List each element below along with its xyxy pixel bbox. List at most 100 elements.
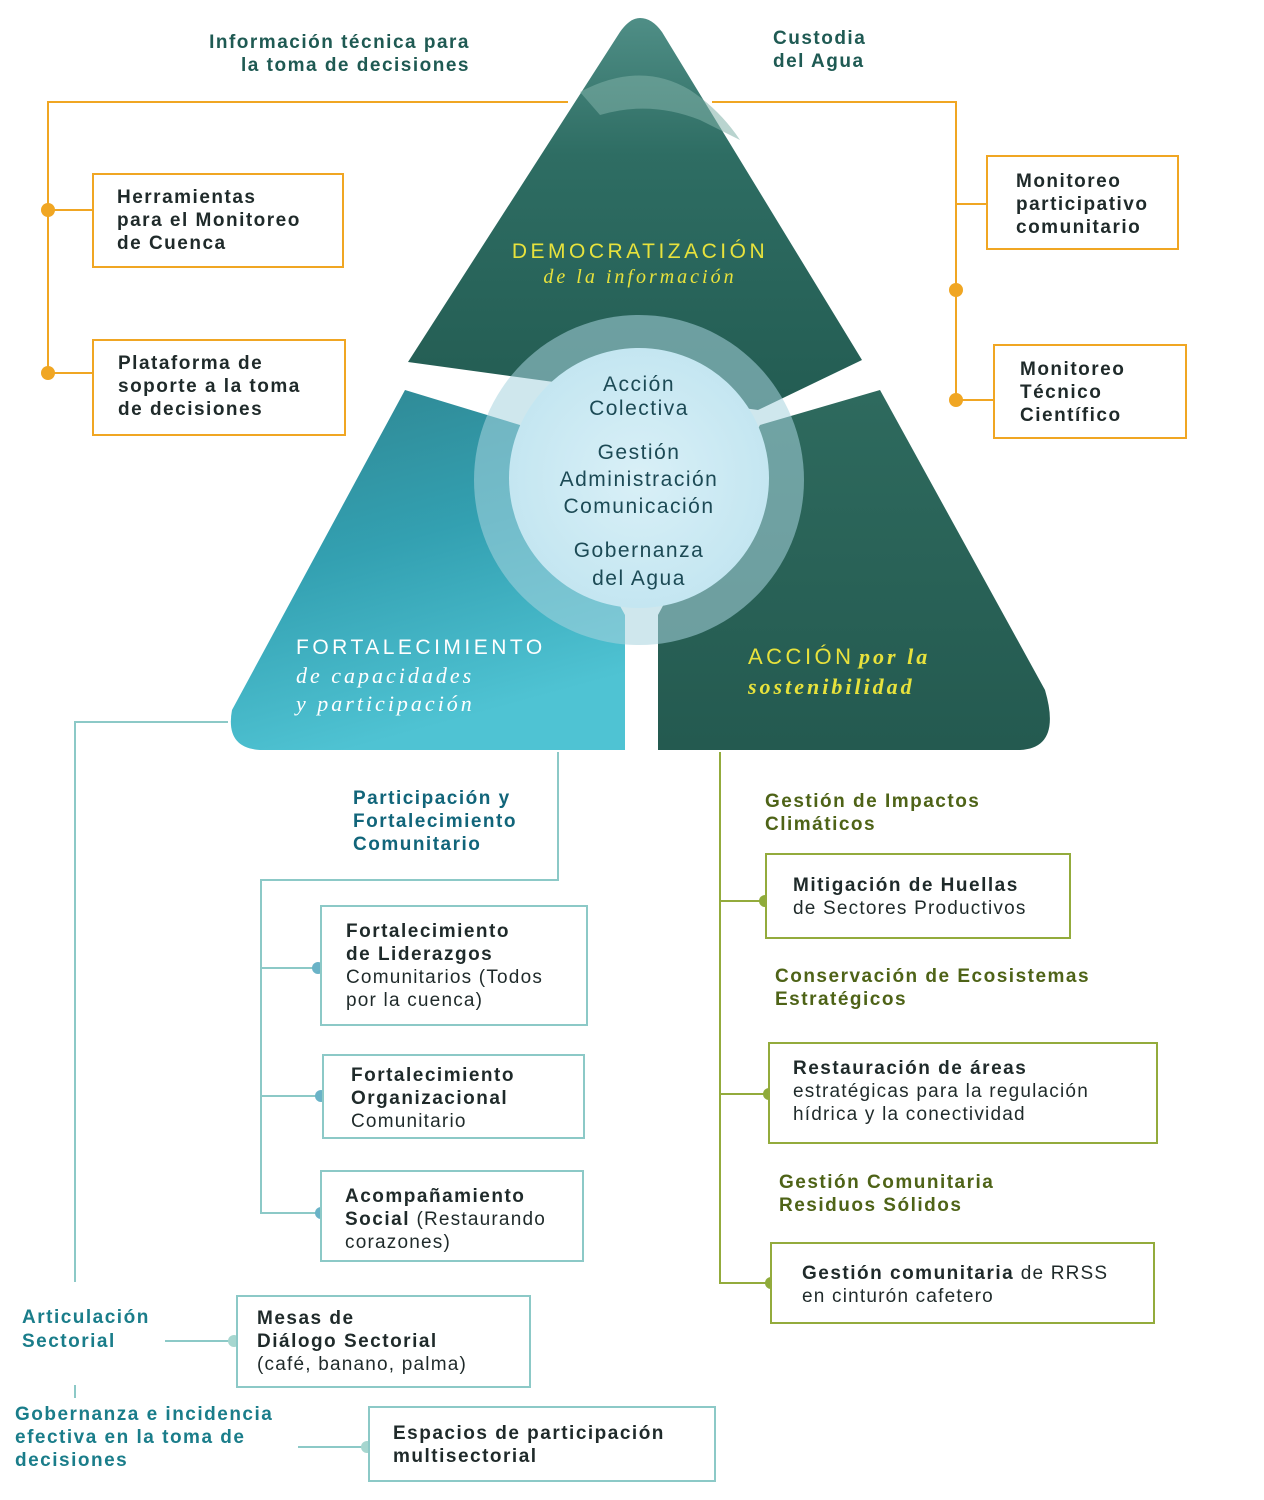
title-italic: y participación (296, 691, 475, 716)
heading-line: del Agua (773, 51, 865, 72)
box-text: de RRSS (1020, 1263, 1109, 1284)
connector-dot (949, 283, 963, 297)
box-text: Diálogo Sectorial (257, 1331, 438, 1352)
box-text: hídrica y la conectividad (793, 1104, 1026, 1125)
title-caps: FORTALECIMIENTO (296, 636, 546, 659)
center-text: Gestión (597, 441, 681, 464)
title-caps: ACCIÓN (748, 644, 855, 669)
box-text: Mitigación de Huellas (793, 875, 1019, 896)
title-accion-sostenibilidad: ACCIÓN por la sostenibilidad (748, 644, 1008, 700)
box-acompanamiento-social: Acompañamiento Social (Restaurando coraz… (320, 1170, 584, 1262)
heading-line: Custodia (773, 28, 867, 49)
box-text: Fortalecimiento (346, 921, 510, 942)
box-text: para el Monitoreo (117, 210, 301, 231)
triangle-top-segment (408, 18, 862, 410)
box-text: Gestión comunitaria (802, 1263, 1015, 1284)
box-text: de decisiones (118, 399, 264, 420)
box-fortalecimiento-liderazgos: Fortalecimiento de Liderazgos Comunitari… (320, 905, 588, 1026)
box-text: participativo (1016, 194, 1149, 215)
heading-line: Estratégicos (775, 989, 908, 1010)
heading-custodia-agua: Custodia del Agua (773, 27, 933, 73)
heading-line: decisiones (15, 1450, 129, 1471)
center-text: Comunicación (563, 495, 715, 518)
box-mitigacion-huellas: Mitigación de Huellas de Sectores Produc… (765, 853, 1071, 939)
box-mesas-dialogo: Mesas de Diálogo Sectorial (café, banano… (236, 1295, 531, 1388)
heading-line: Fortalecimiento (353, 811, 517, 832)
center-text: Colectiva (589, 397, 689, 420)
center-circle (509, 348, 769, 608)
box-fortalecimiento-organizacional: Fortalecimiento Organizacional Comunitar… (322, 1054, 585, 1139)
box-plataforma-soporte: Plataforma de soporte a la toma de decis… (92, 339, 346, 436)
center-gobernanza: Gobernanza del Agua (539, 539, 739, 591)
connector-dot (41, 366, 55, 380)
box-herramientas-monitoreo: Herramientas para el Monitoreo de Cuenca (92, 173, 344, 268)
box-text: (café, banano, palma) (257, 1354, 468, 1375)
box-text: Comunitarios (Todos (346, 967, 544, 988)
connector-dot (949, 393, 963, 407)
heading-line: la toma de decisiones (241, 55, 470, 76)
title-italic: de la información (543, 266, 737, 288)
right-connectors (719, 752, 770, 1284)
box-text: Herramientas (117, 187, 257, 208)
title-italic: por la (859, 644, 931, 669)
box-text: Científico (1020, 405, 1122, 426)
heading-line: Participación y (353, 788, 511, 809)
title-italic: de capacidades (296, 663, 475, 688)
center-text: Administración (559, 468, 719, 491)
box-gestion-rrss: Gestión comunitaria de RRSS en cinturón … (770, 1242, 1155, 1324)
heading-line: Gestión Comunitaria (779, 1172, 995, 1193)
box-text: Restauración de áreas (793, 1058, 1028, 1079)
box-text: Acompañamiento (345, 1186, 526, 1207)
heading-articulacion-sectorial: Articulación Sectorial (22, 1306, 182, 1353)
box-text: comunitario (1016, 217, 1142, 238)
box-text: de Sectores Productivos (793, 898, 1027, 919)
heading-line: Residuos Sólidos (779, 1195, 963, 1216)
box-text: corazones) (345, 1232, 451, 1253)
box-espacios-participacion: Espacios de participación multisectorial (368, 1406, 716, 1482)
heading-line: Gestión de Impactos (765, 791, 981, 812)
box-text: Mesas de (257, 1308, 355, 1329)
box-text: en cinturón cafetero (802, 1286, 994, 1307)
box-text: Monitoreo (1020, 359, 1126, 380)
box-text: soporte a la toma (118, 376, 301, 397)
box-restauracion-areas: Restauración de áreas estratégicas para … (768, 1042, 1158, 1144)
box-text: de Liderazgos (346, 944, 494, 965)
center-accion-colectiva: Acción Colectiva (539, 373, 739, 421)
heading-line: Conservación de Ecosistemas (775, 966, 1091, 987)
heading-line: Articulación (22, 1307, 150, 1328)
heading-line: Información técnica para (209, 32, 470, 53)
heading-line: Climáticos (765, 814, 877, 835)
title-caps: DEMOCRATIZACIÓN (511, 240, 769, 263)
center-text: del Agua (592, 567, 686, 590)
center-gestion: Gestión Administración Comunicación (519, 441, 759, 519)
heading-participacion: Participación y Fortalecimiento Comunita… (353, 787, 573, 856)
box-text: por la cuenca) (346, 990, 484, 1011)
title-italic: sostenibilidad (748, 674, 915, 699)
heading-gestion-impactos: Gestión de Impactos Climáticos (765, 790, 1065, 836)
box-text: multisectorial (393, 1446, 538, 1467)
heading-line: efectiva en la toma de (15, 1427, 246, 1448)
heading-informacion-tecnica: Información técnica para la toma de deci… (140, 31, 470, 77)
heading-conservacion-ecosistemas: Conservación de Ecosistemas Estratégicos (775, 965, 1155, 1011)
box-monitoreo-participativo: Monitoreo participativo comunitario (986, 155, 1179, 250)
box-text: Plataforma de (118, 353, 264, 374)
title-democratizacion: DEMOCRATIZACIÓN de la información (490, 240, 790, 289)
center-text: Acción (602, 373, 676, 396)
box-monitoreo-tecnico: Monitoreo Técnico Científico (993, 344, 1187, 439)
box-text: Organizacional (351, 1088, 509, 1109)
center-text: Gobernanza (573, 539, 705, 562)
heading-line: Comunitario (353, 834, 482, 855)
left-connectors (74, 721, 559, 1448)
title-fortalecimiento: FORTALECIMIENTO de capacidades y partici… (296, 636, 596, 717)
box-text: estratégicas para la regulación (793, 1081, 1089, 1102)
box-text: Social (345, 1209, 410, 1230)
heading-line: Sectorial (22, 1331, 116, 1352)
box-text: de Cuenca (117, 233, 227, 254)
box-text: (Restaurando (416, 1209, 546, 1230)
top-left-connectors (47, 101, 568, 375)
box-text: Espacios de participación (393, 1423, 665, 1444)
triangle-top-highlight (580, 75, 740, 140)
heading-gobernanza-incidencia: Gobernanza e incidencia efectiva en la t… (15, 1403, 315, 1472)
heading-line: Gobernanza e incidencia (15, 1404, 274, 1425)
